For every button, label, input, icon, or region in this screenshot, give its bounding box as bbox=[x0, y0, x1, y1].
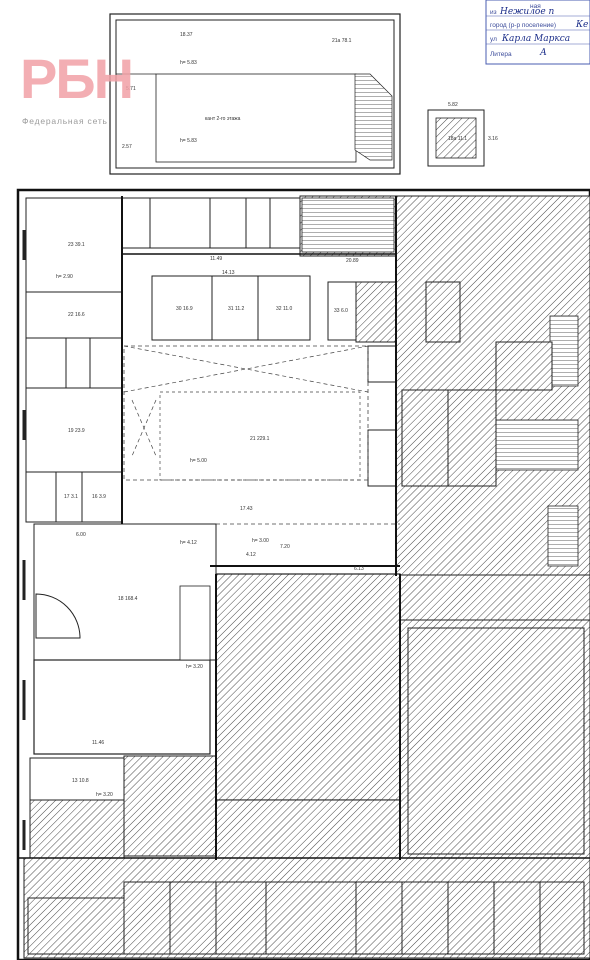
room-18-height: h= 3.20 bbox=[186, 664, 203, 670]
room-16-label: 16 3.9 bbox=[92, 494, 106, 500]
room-13-label: 13 10.8 bbox=[72, 778, 89, 784]
mezz-height-1: h= 5.83 bbox=[180, 60, 197, 66]
logo-text: РБН bbox=[20, 47, 132, 110]
room-30-label: 30 16.9 bbox=[176, 306, 193, 312]
room-33-label: 33 6.0 bbox=[334, 308, 348, 314]
room-31-label: 31 11.2 bbox=[228, 306, 245, 312]
mezzanine-plan: 18.37 21а 78.1 кант 2-го этажа h= 5.83 h… bbox=[109, 13, 401, 175]
dim-17-43: 17.43 bbox=[240, 506, 253, 512]
small-box-room: 18а 11.1 bbox=[448, 136, 467, 142]
stamp-row1-value: Нежилое п bbox=[499, 7, 555, 17]
small-stair-box: 5.82 18а 11.1 3.16 bbox=[427, 102, 498, 167]
dim-14-13: 14.13 bbox=[222, 270, 235, 276]
mezz-room-label: 21а 78.1 bbox=[332, 38, 352, 44]
registration-stamp: ная из Нежилое п город (р-р поселение) К… bbox=[485, 0, 590, 65]
room-21-label: 21 229.1 bbox=[250, 436, 270, 442]
room-22-label: 22 16.6 bbox=[68, 312, 85, 318]
stamp-row1-label: из bbox=[490, 9, 497, 16]
dim-4-12: 4.12 bbox=[246, 552, 256, 558]
mezz-width-2: 2.57 bbox=[122, 144, 132, 150]
dim-20-89: 20.89 bbox=[346, 258, 359, 264]
dim-7-20: 7.20 bbox=[280, 544, 290, 550]
mezz-width: 5.71 bbox=[126, 86, 136, 92]
dim-6-00: 6.00 bbox=[76, 532, 86, 538]
main-floor-plan: 23 39.1 h= 2.90 22 16.6 19 23.9 30 16.9 … bbox=[16, 188, 590, 960]
small-box-width: 5.82 bbox=[448, 102, 458, 108]
stamp-row2-label: город (р-р поселение) bbox=[490, 22, 556, 29]
room-13-height: h= 3.20 bbox=[96, 792, 113, 798]
stamp-row4-value: А bbox=[539, 48, 547, 58]
stamp-top-word: ная bbox=[530, 3, 541, 10]
stamp-row4-label: Литера bbox=[490, 51, 512, 58]
main-hall-height: h= 5.00 bbox=[190, 458, 207, 464]
stamp-row3-value: Карла Маркса bbox=[501, 34, 570, 44]
room-19-label: 19 23.9 bbox=[68, 428, 85, 434]
dim-11-49: 11.49 bbox=[210, 256, 222, 262]
dim-6-13: 6.13 bbox=[354, 566, 364, 572]
small-box-height: 3.16 bbox=[488, 136, 498, 142]
room-32-label: 32 11.0 bbox=[276, 306, 293, 312]
mezz-height-2: h= 5.83 bbox=[180, 138, 197, 144]
room-17-label: 17 3.1 bbox=[64, 494, 78, 500]
room-18-label: 18 168.4 bbox=[118, 596, 138, 602]
stamp-row3-label: ул bbox=[490, 36, 497, 43]
height-4-12: h= 4.12 bbox=[180, 540, 197, 546]
room-23-label: 23 39.1 bbox=[68, 242, 85, 248]
mezz-note-label: кант 2-го этажа bbox=[205, 116, 241, 122]
mezz-area-label: 18.37 bbox=[180, 32, 193, 38]
height-3-00: h= 3.00 bbox=[252, 538, 269, 544]
stamp-row2-value: Ке bbox=[575, 20, 588, 30]
watermark-logo: РБН Федеральная сеть bbox=[20, 47, 134, 126]
logo-subtitle: Федеральная сеть bbox=[22, 116, 108, 126]
room-23-height: h= 2.90 bbox=[56, 274, 73, 280]
dim-11-46: 11.46 bbox=[92, 740, 104, 746]
